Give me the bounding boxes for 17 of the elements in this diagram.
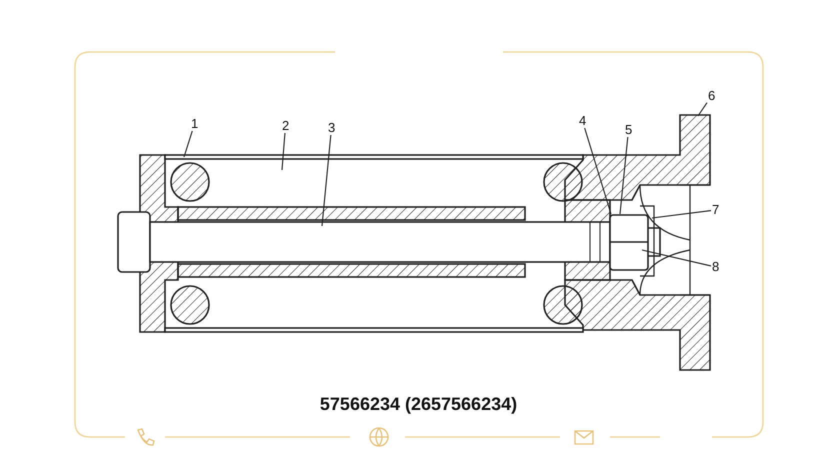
callout-number: 5 xyxy=(624,123,634,137)
callout-number: 2 xyxy=(281,119,290,133)
leader-line xyxy=(183,130,193,158)
callout-number: 6 xyxy=(707,89,716,103)
leader-line xyxy=(652,210,712,219)
callout-number: 3 xyxy=(327,121,336,135)
leader-line xyxy=(642,249,712,266)
leader-line xyxy=(584,128,612,214)
leader-line xyxy=(321,134,332,226)
leader-line xyxy=(619,136,628,214)
callout-number: 7 xyxy=(711,203,720,217)
part-number: 57566234 (2657566234) xyxy=(320,394,518,414)
leader-line xyxy=(698,102,708,116)
callout-number: 4 xyxy=(578,114,588,128)
leader-line xyxy=(281,132,286,170)
callout-number: 8 xyxy=(711,260,720,274)
callout-number: 1 xyxy=(190,117,200,131)
